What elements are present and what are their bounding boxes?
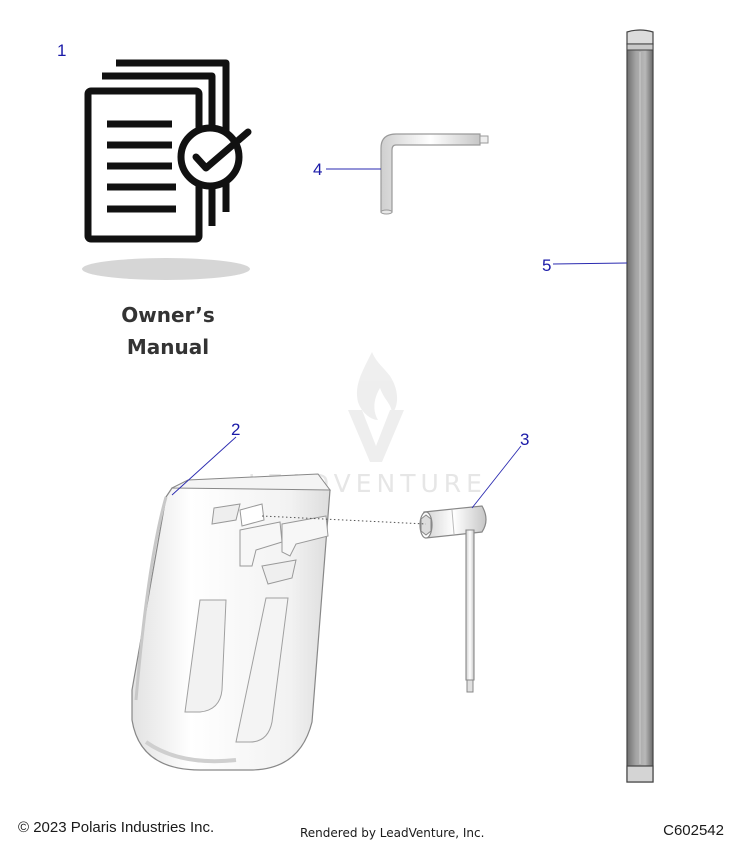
leader-line-2: [171, 436, 237, 496]
callout-4: 4: [313, 160, 322, 179]
document-check-icon: [84, 59, 252, 243]
tool-case-part: [131, 473, 332, 771]
flame-logo-icon: [348, 352, 404, 462]
callout-1: 1: [57, 41, 66, 60]
hex-key-part: [380, 133, 489, 215]
leader-line-5: [552, 262, 628, 265]
copyright-notice: © 2023 Polaris Industries Inc.: [18, 819, 215, 836]
manual-label-line2: Manual: [127, 335, 209, 359]
manual-label-line1: Owner’s: [121, 303, 215, 327]
owners-manual-part: Owner’s Manual: [82, 59, 252, 359]
t-wrench-part: [419, 505, 487, 693]
assembly-dotted-line: [261, 515, 427, 525]
leader-line-3: [471, 445, 522, 509]
rendered-by-credit: Rendered by LeadVenture, Inc.: [300, 826, 485, 840]
callout-5: 5: [542, 256, 551, 275]
strap-part: [626, 29, 654, 783]
document-id: C602542: [663, 822, 724, 839]
callout-2: 2: [231, 420, 240, 439]
manual-shadow: [82, 258, 250, 280]
callout-3: 3: [520, 430, 529, 449]
